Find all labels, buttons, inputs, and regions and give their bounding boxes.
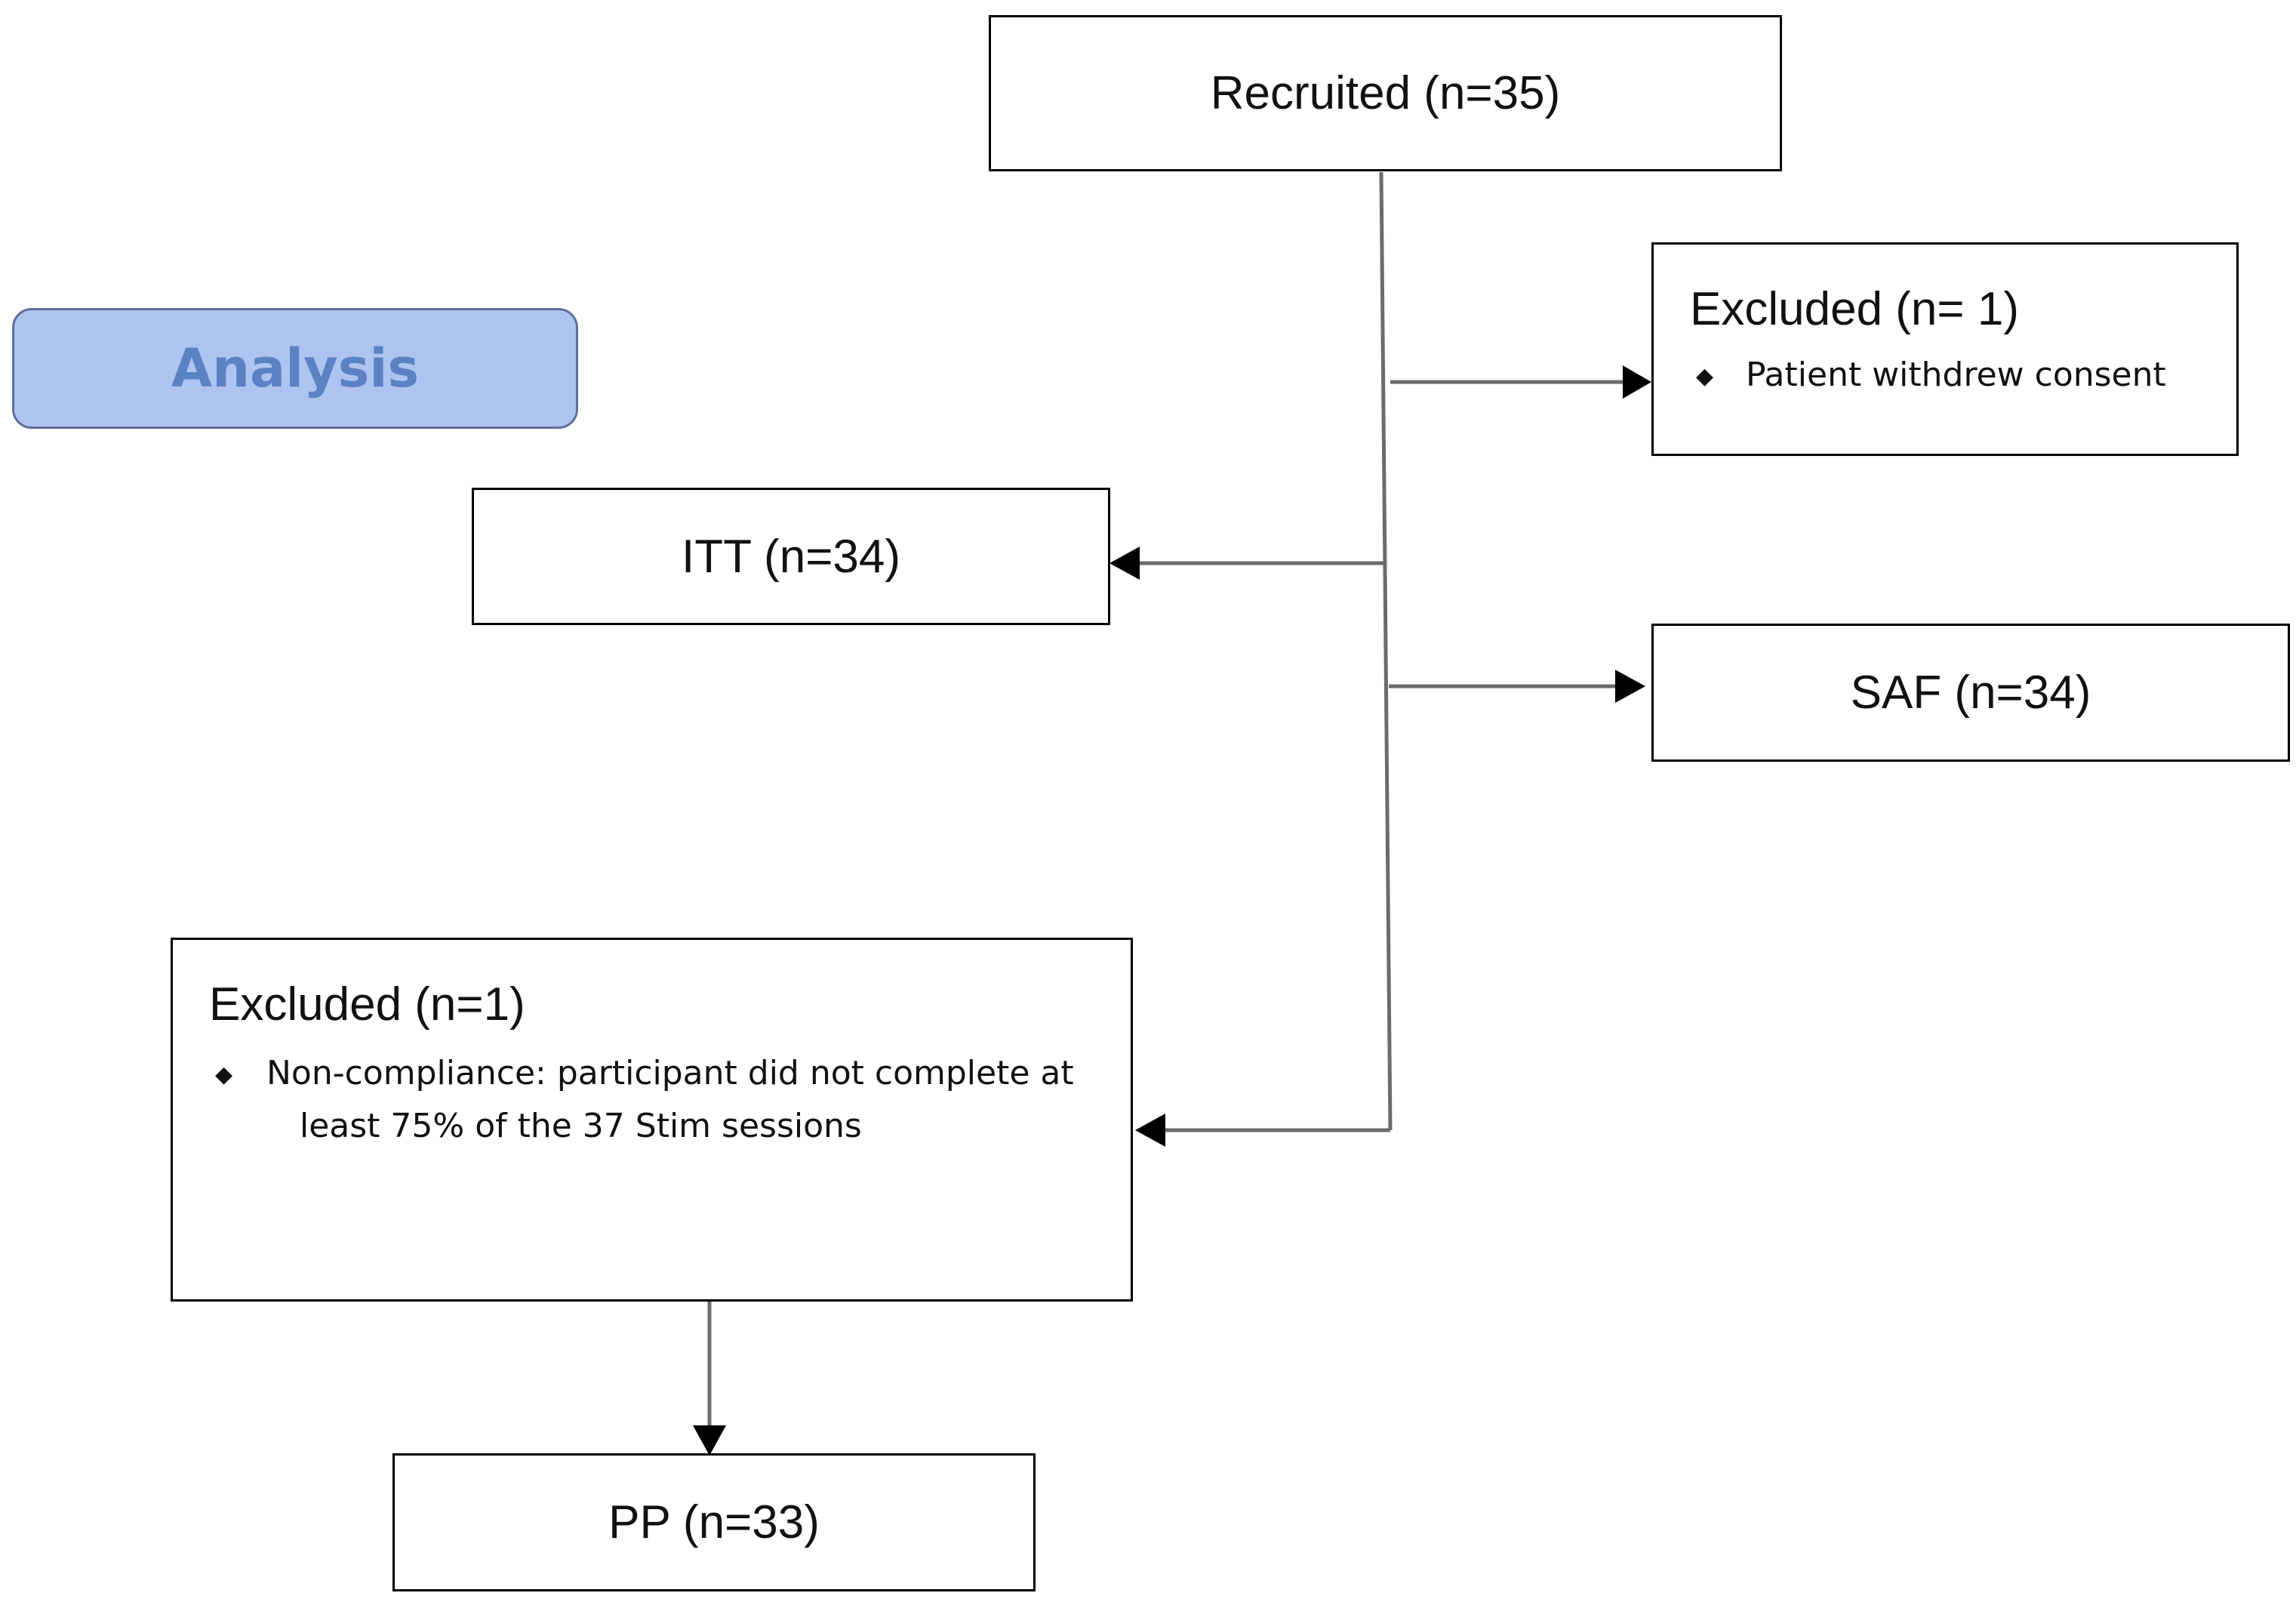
itt-label: ITT (n=34): [681, 530, 901, 583]
bullet-diamond-icon: ◆: [215, 1062, 233, 1087]
excluded-top-reason: Patient withdrew consent: [1746, 356, 2166, 394]
arrowhead-itt: [1110, 547, 1140, 580]
arrowhead-pp: [693, 1425, 726, 1456]
arrowhead-saf: [1615, 670, 1645, 703]
main-trunk: [1379, 171, 1393, 1131]
saf-box: SAF (n=34): [1651, 624, 2290, 762]
excluded-bottom-box: Excluded (n=1) ◆ Non-compliance: partici…: [171, 938, 1133, 1302]
excluded-top-title: Excluded (n= 1): [1690, 283, 2019, 335]
excluded-top-box: Excluded (n= 1) ◆ Patient withdrew conse…: [1651, 242, 2239, 456]
excluded-bottom-reason-line1: Non-compliance: participant did not comp…: [266, 1054, 1074, 1092]
pp-box: PP (n=33): [392, 1453, 1036, 1591]
recruited-box: Recruited (n=35): [989, 15, 1782, 171]
analysis-stage-label: Analysis: [12, 308, 578, 429]
pp-label: PP (n=33): [608, 1496, 820, 1548]
recruited-label: Recruited (n=35): [1210, 67, 1561, 119]
arrowhead-excluded-bottom: [1135, 1114, 1165, 1147]
arrowhead-excluded-top: [1623, 365, 1651, 399]
bullet-diamond-icon: ◆: [1696, 364, 1714, 389]
itt-box: ITT (n=34): [472, 488, 1110, 625]
excluded-bottom-title: Excluded (n=1): [209, 978, 525, 1031]
excluded-bottom-reason-line2: least 75% of the 37 Stim sessions: [300, 1107, 862, 1145]
saf-label: SAF (n=34): [1850, 667, 2091, 719]
